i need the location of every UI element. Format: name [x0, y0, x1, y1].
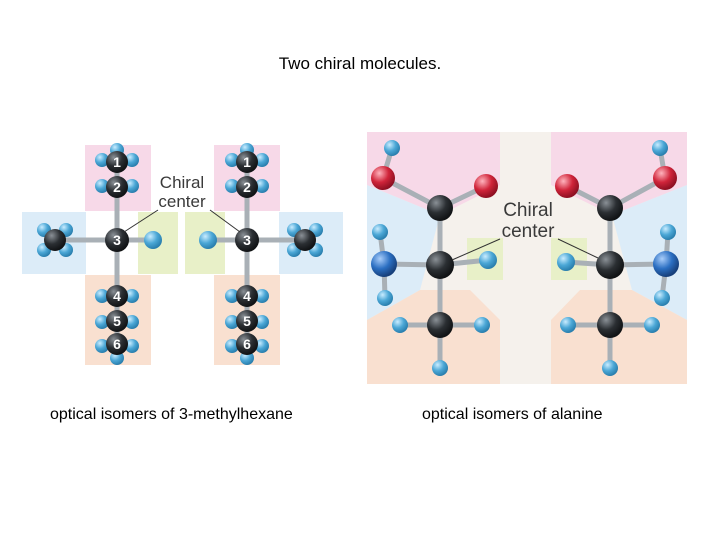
methylhexane-left — [37, 143, 162, 365]
methylhexane-caption: optical isomers of 3-methylhexane — [50, 406, 293, 423]
chiral-center-label-left-line1: Chiral — [160, 173, 204, 192]
carbon-number-3-left: 3 — [113, 232, 121, 248]
alanine-caption: optical isomers of alanine — [422, 406, 603, 423]
callout-pointer-right-1 — [451, 238, 501, 261]
diagram-title: Two chiral molecules. — [278, 54, 442, 73]
region-peach-right-1 — [367, 290, 500, 384]
carbon-number-5-left: 5 — [113, 313, 121, 329]
region-peach-right-2 — [551, 290, 687, 384]
carbon-number-6-left: 6 — [113, 336, 121, 352]
callout-pointer-right-2 — [557, 238, 599, 259]
chiral-center-label-right-line2: center — [502, 221, 555, 242]
methylhexane-panel: 1 2 3 4 5 6 1 2 3 4 5 6 Chiral center — [22, 143, 343, 365]
alanine-right — [555, 140, 679, 376]
carbon-number-5-right: 5 — [243, 313, 251, 329]
callout-pointer-left-1 — [123, 209, 159, 233]
chiral-center-label-right-line1: Chiral — [503, 200, 553, 221]
region-blue-right-2 — [612, 185, 687, 320]
carbon-number-4-left: 4 — [113, 288, 121, 304]
carbon-number-6-right: 6 — [243, 336, 251, 352]
carbon-number-1-right: 1 — [243, 154, 251, 170]
alanine-panel: Chiral center — [367, 132, 687, 384]
alanine-left — [371, 140, 498, 376]
callout-pointer-left-2 — [209, 209, 241, 233]
carbon-number-4-right: 4 — [243, 288, 251, 304]
carbon-number-3-right: 3 — [243, 232, 251, 248]
carbon-number-2-right: 2 — [243, 179, 251, 195]
carbon-number-2-left: 2 — [113, 179, 121, 195]
methylhexane-right — [199, 143, 323, 365]
carbon-number-1-left: 1 — [113, 154, 121, 170]
chiral-center-label-left-line2: center — [158, 192, 206, 211]
